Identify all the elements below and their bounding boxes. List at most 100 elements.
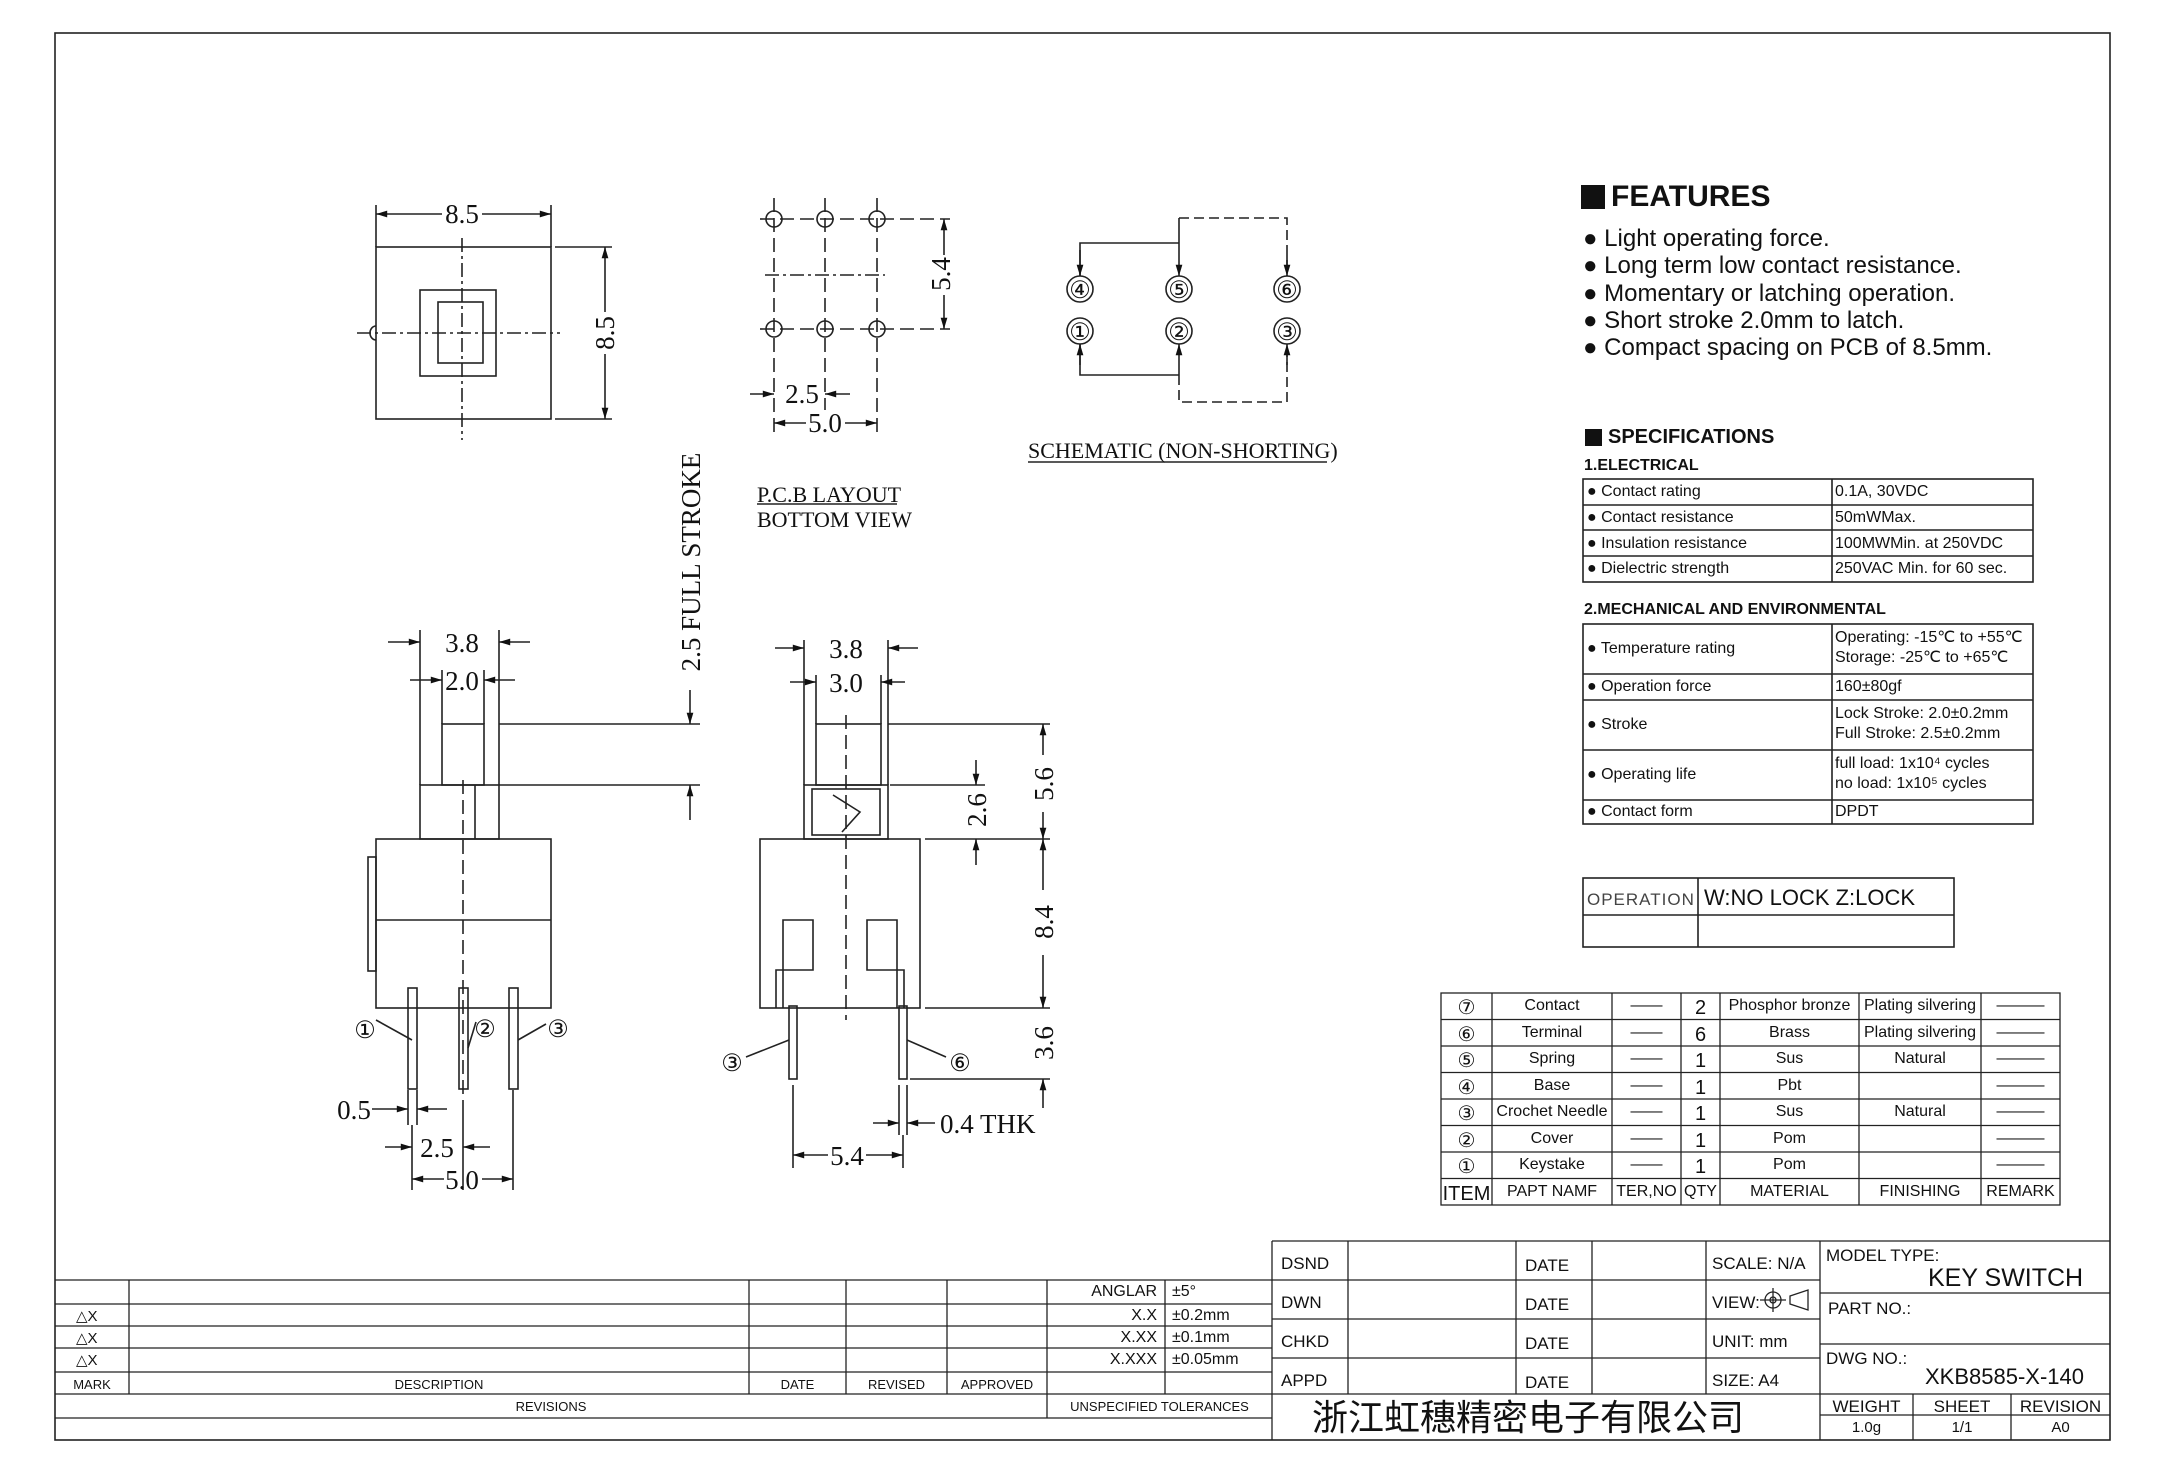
feature-text: Light operating force. [1604, 225, 1830, 252]
revision-header-approved: APPROVED [960, 1377, 1034, 1392]
title-info: SIZE: A4 [1712, 1371, 1780, 1390]
bom-cell-material: Pom [1773, 1156, 1806, 1173]
sheet-value: 1/1 [1951, 1419, 1973, 1436]
title-date-label: DATE [1525, 1295, 1570, 1314]
tolerance-value: ±0.1mm [1172, 1329, 1230, 1346]
spec-label-text: Operation force [1601, 678, 1712, 695]
bom-cell-material: Phosphor bronze [1728, 997, 1851, 1014]
third-angle-projection-icon [1760, 1288, 1809, 1312]
unspecified-tolerances-label: UNSPECIFIED TOLERANCES [1070, 1399, 1249, 1414]
bom-cell-remark: ——— [1996, 1156, 2045, 1173]
dim-pcb-span: 5.0 [808, 408, 842, 438]
tolerance-value: ±0.2mm [1172, 1307, 1230, 1324]
side-view-right [745, 640, 1050, 1168]
dim-right-inner: 3.0 [829, 668, 863, 698]
specifications-heading: SPECIFICATIONS [1585, 427, 1774, 447]
revision-header-mark: MARK [73, 1377, 111, 1392]
bom-cell-qty: 1 [1694, 1050, 1707, 1072]
bom-cell-ter: —— [1630, 1076, 1663, 1094]
bom-cell-remark: ——— [1996, 1023, 2045, 1041]
tolerance-label: ANGLAR [1091, 1283, 1157, 1300]
spec-value: 100MWMin. at 250VDC [1835, 534, 2004, 552]
dim-pcb-pitch-y: 5.4 [926, 257, 956, 291]
spec-value: 250VAC Min. for 60 sec. [1835, 560, 2008, 578]
tolerance-value: ±5° [1172, 1283, 1197, 1300]
bom-cell-qty: 2 [1694, 997, 1707, 1019]
revision-value: A0 [2051, 1419, 2070, 1436]
bullet-icon: ● [1587, 560, 1602, 578]
feature-item: ● Long term low contact resistance. [1583, 254, 1962, 278]
feature-item: ● Compact spacing on PCB of 8.5mm. [1583, 336, 1992, 360]
dim-height-button: 2.6 [962, 793, 992, 827]
bullet-icon: ● [1583, 225, 1605, 252]
bullet-icon: ● [1587, 508, 1602, 526]
schematic-diagram [1028, 217, 1327, 463]
schematic-pin-4: ④ [1069, 278, 1091, 304]
dim-top-height: 8.5 [590, 316, 620, 350]
bom-cell-item: ⑥ [1457, 1023, 1476, 1046]
top-view [357, 205, 612, 440]
spec-value: 160±80gf [1835, 678, 1902, 695]
spec-label-text: Contact form [1601, 803, 1693, 820]
bom-cell-finishing: Natural [1894, 1103, 1946, 1120]
callout-6-right: ⑥ [949, 1051, 971, 1077]
spec-label-text: Contact rating [1601, 483, 1701, 500]
dim-left-span: 5.0 [445, 1165, 479, 1195]
dim-height-pin: 3.6 [1029, 1026, 1059, 1060]
bom-cell-item: ⑤ [1457, 1050, 1476, 1072]
spec-label: ● Operating life [1587, 767, 1696, 783]
feature-item: ● Light operating force. [1583, 227, 1830, 251]
spec-table-lines [1582, 478, 2034, 948]
part-no-label: PART NO.: [1828, 1299, 1912, 1318]
bom-cell-qty: 6 [1694, 1023, 1707, 1046]
spec-label: ● Contact rating [1587, 484, 1701, 500]
weight-value: 1.0g [1851, 1419, 1882, 1436]
pcb-layout [750, 198, 950, 505]
bom-header-item: ITEM [1442, 1182, 1491, 1205]
dim-left-outer: 3.8 [445, 628, 479, 658]
revision-mark: △X [76, 1308, 98, 1325]
title-block-lines [1271, 1240, 2110, 1440]
operation-label: OPERATION [1587, 890, 1695, 909]
spec-label-text: Operating life [1601, 766, 1697, 783]
revision-block-lines [55, 1279, 1272, 1419]
feature-item: ● Momentary or latching operation. [1583, 279, 1955, 307]
specifications-title: SPECIFICATIONS [1608, 426, 1775, 448]
bom-cell-material: Sus [1775, 1103, 1804, 1120]
bullet-icon: ● [1587, 483, 1602, 500]
spec-label-text: Contact resistance [1601, 508, 1734, 526]
schematic-label: SCHEMATIC (NON-SHORTING) [1028, 438, 1338, 463]
bullet-icon: ● [1583, 334, 1605, 362]
feature-text: Long term low contact resistance. [1604, 252, 1962, 280]
title-info: VIEW: [1712, 1293, 1760, 1312]
title-info: SCALE: N/A [1712, 1254, 1806, 1273]
full-stroke-label: 2.5 FULL STROKE [676, 453, 706, 672]
bom-cell-finishing: Plating silvering [1863, 997, 1977, 1014]
revision-label: REVISION [2019, 1397, 2102, 1416]
bom-cell-item: ⑦ [1457, 997, 1476, 1019]
bom-cell-remark: ——— [1996, 1050, 2045, 1067]
bom-cell-name: Contact [1524, 997, 1580, 1014]
dwg-no-label: DWG NO.: [1826, 1349, 1908, 1368]
weight-label: WEIGHT [1832, 1397, 1901, 1416]
bom-cell-item: ③ [1457, 1103, 1476, 1125]
bom-cell-qty: 1 [1694, 1156, 1707, 1178]
spec-value-line2: Storage: -25℃ to +65℃ [1835, 649, 2009, 666]
model-type-value: KEY SWITCH [1928, 1264, 2084, 1292]
dim-right-outer: 3.8 [829, 634, 863, 664]
title-role-appd: APPD [1281, 1371, 1328, 1390]
schematic-pin-6: ⑥ [1276, 278, 1298, 304]
bom-cell-qty: 1 [1694, 1129, 1707, 1152]
dim-left-pitch: 2.5 [420, 1133, 454, 1163]
bom-cell-ter: —— [1630, 1129, 1663, 1147]
dim-pin-width: 0.5 [337, 1095, 371, 1125]
revisions-footer: REVISIONS [515, 1399, 587, 1414]
bullet-icon: ● [1583, 279, 1605, 307]
feature-text: Short stroke 2.0mm to latch. [1604, 306, 1905, 334]
spec-value-line2: Full Stroke: 2.5±0.2mm [1835, 725, 2001, 742]
sheet-label: SHEET [1933, 1397, 1991, 1416]
bom-header-qty: QTY [1684, 1182, 1717, 1200]
spec-label: ● Temperature rating [1587, 641, 1735, 657]
schematic-pin-1: ① [1069, 320, 1091, 346]
